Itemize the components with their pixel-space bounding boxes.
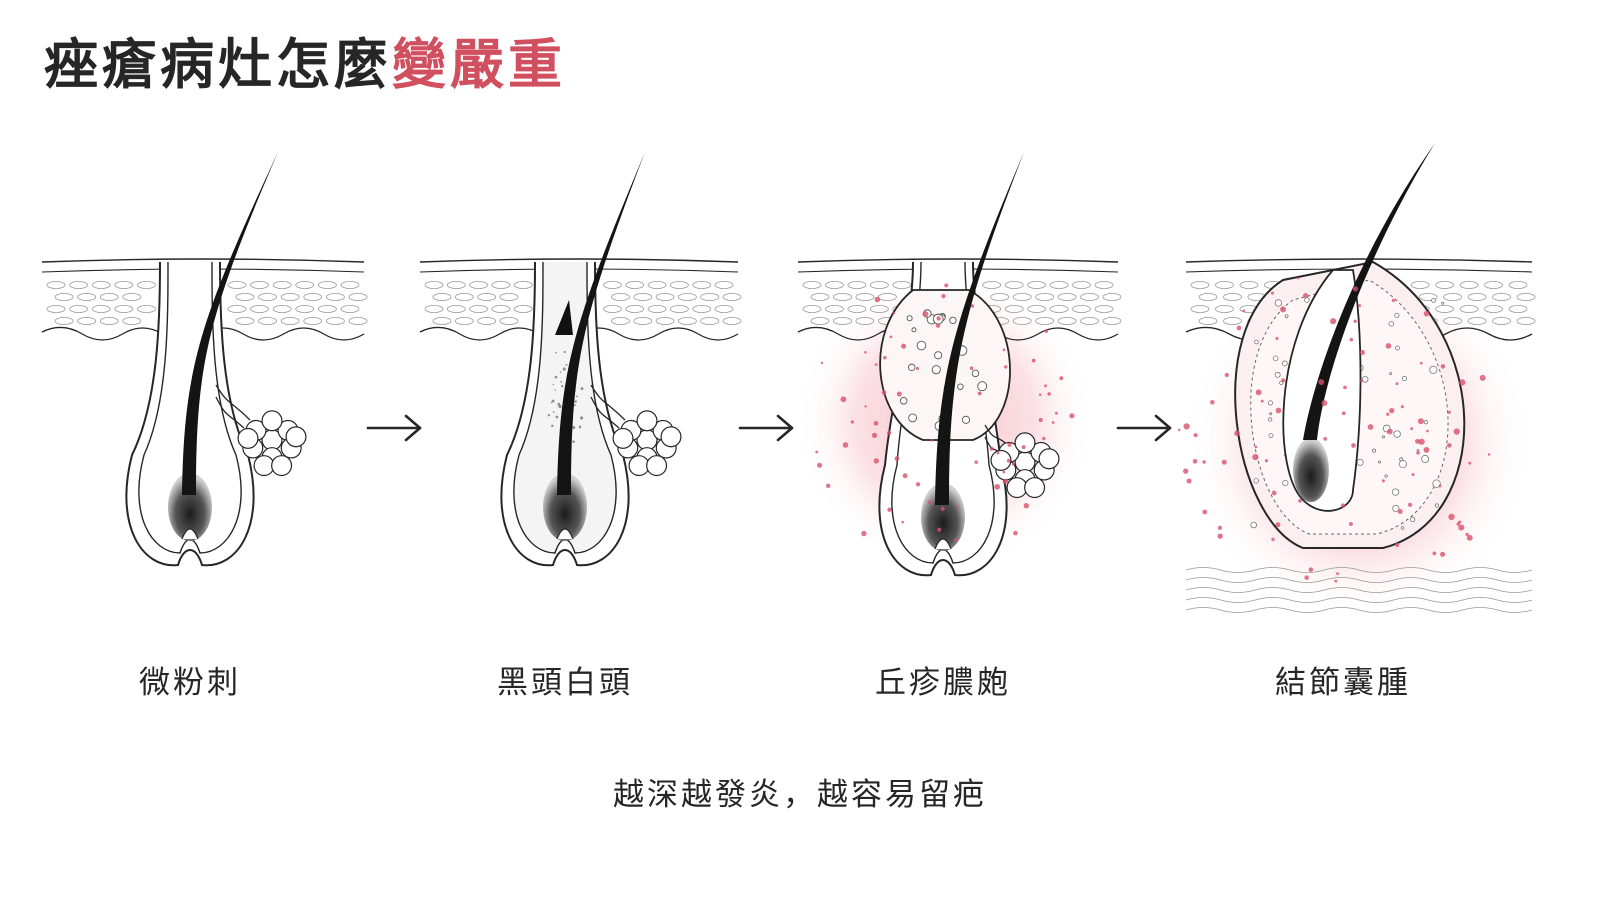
stage-illustration-microcomedone (41, 152, 368, 567)
page-title: 痤瘡病灶怎麼變嚴重 (44, 38, 566, 92)
bottom-caption: 越深越發炎，越容易留疤 (613, 777, 987, 813)
stage-label-comedone: 黑頭白頭 (497, 665, 633, 701)
right-arrow-icon (366, 414, 422, 442)
stage-label-papule-pustule: 丘疹膿皰 (875, 665, 1011, 701)
stage-label-microcomedone: 微粉刺 (139, 665, 241, 701)
right-arrow-icon (1116, 414, 1172, 442)
title-prefix: 痤瘡病灶怎麼 (44, 33, 392, 96)
right-arrow-icon (738, 414, 794, 442)
title-highlight: 變嚴重 (392, 33, 566, 96)
stage-label-nodule-cyst: 結節囊腫 (1275, 665, 1411, 701)
stage-illustration-papule-pustule (795, 152, 1122, 577)
stage-illustration-comedone (419, 152, 742, 567)
stage-illustration-nodule-cyst (1178, 143, 1536, 622)
